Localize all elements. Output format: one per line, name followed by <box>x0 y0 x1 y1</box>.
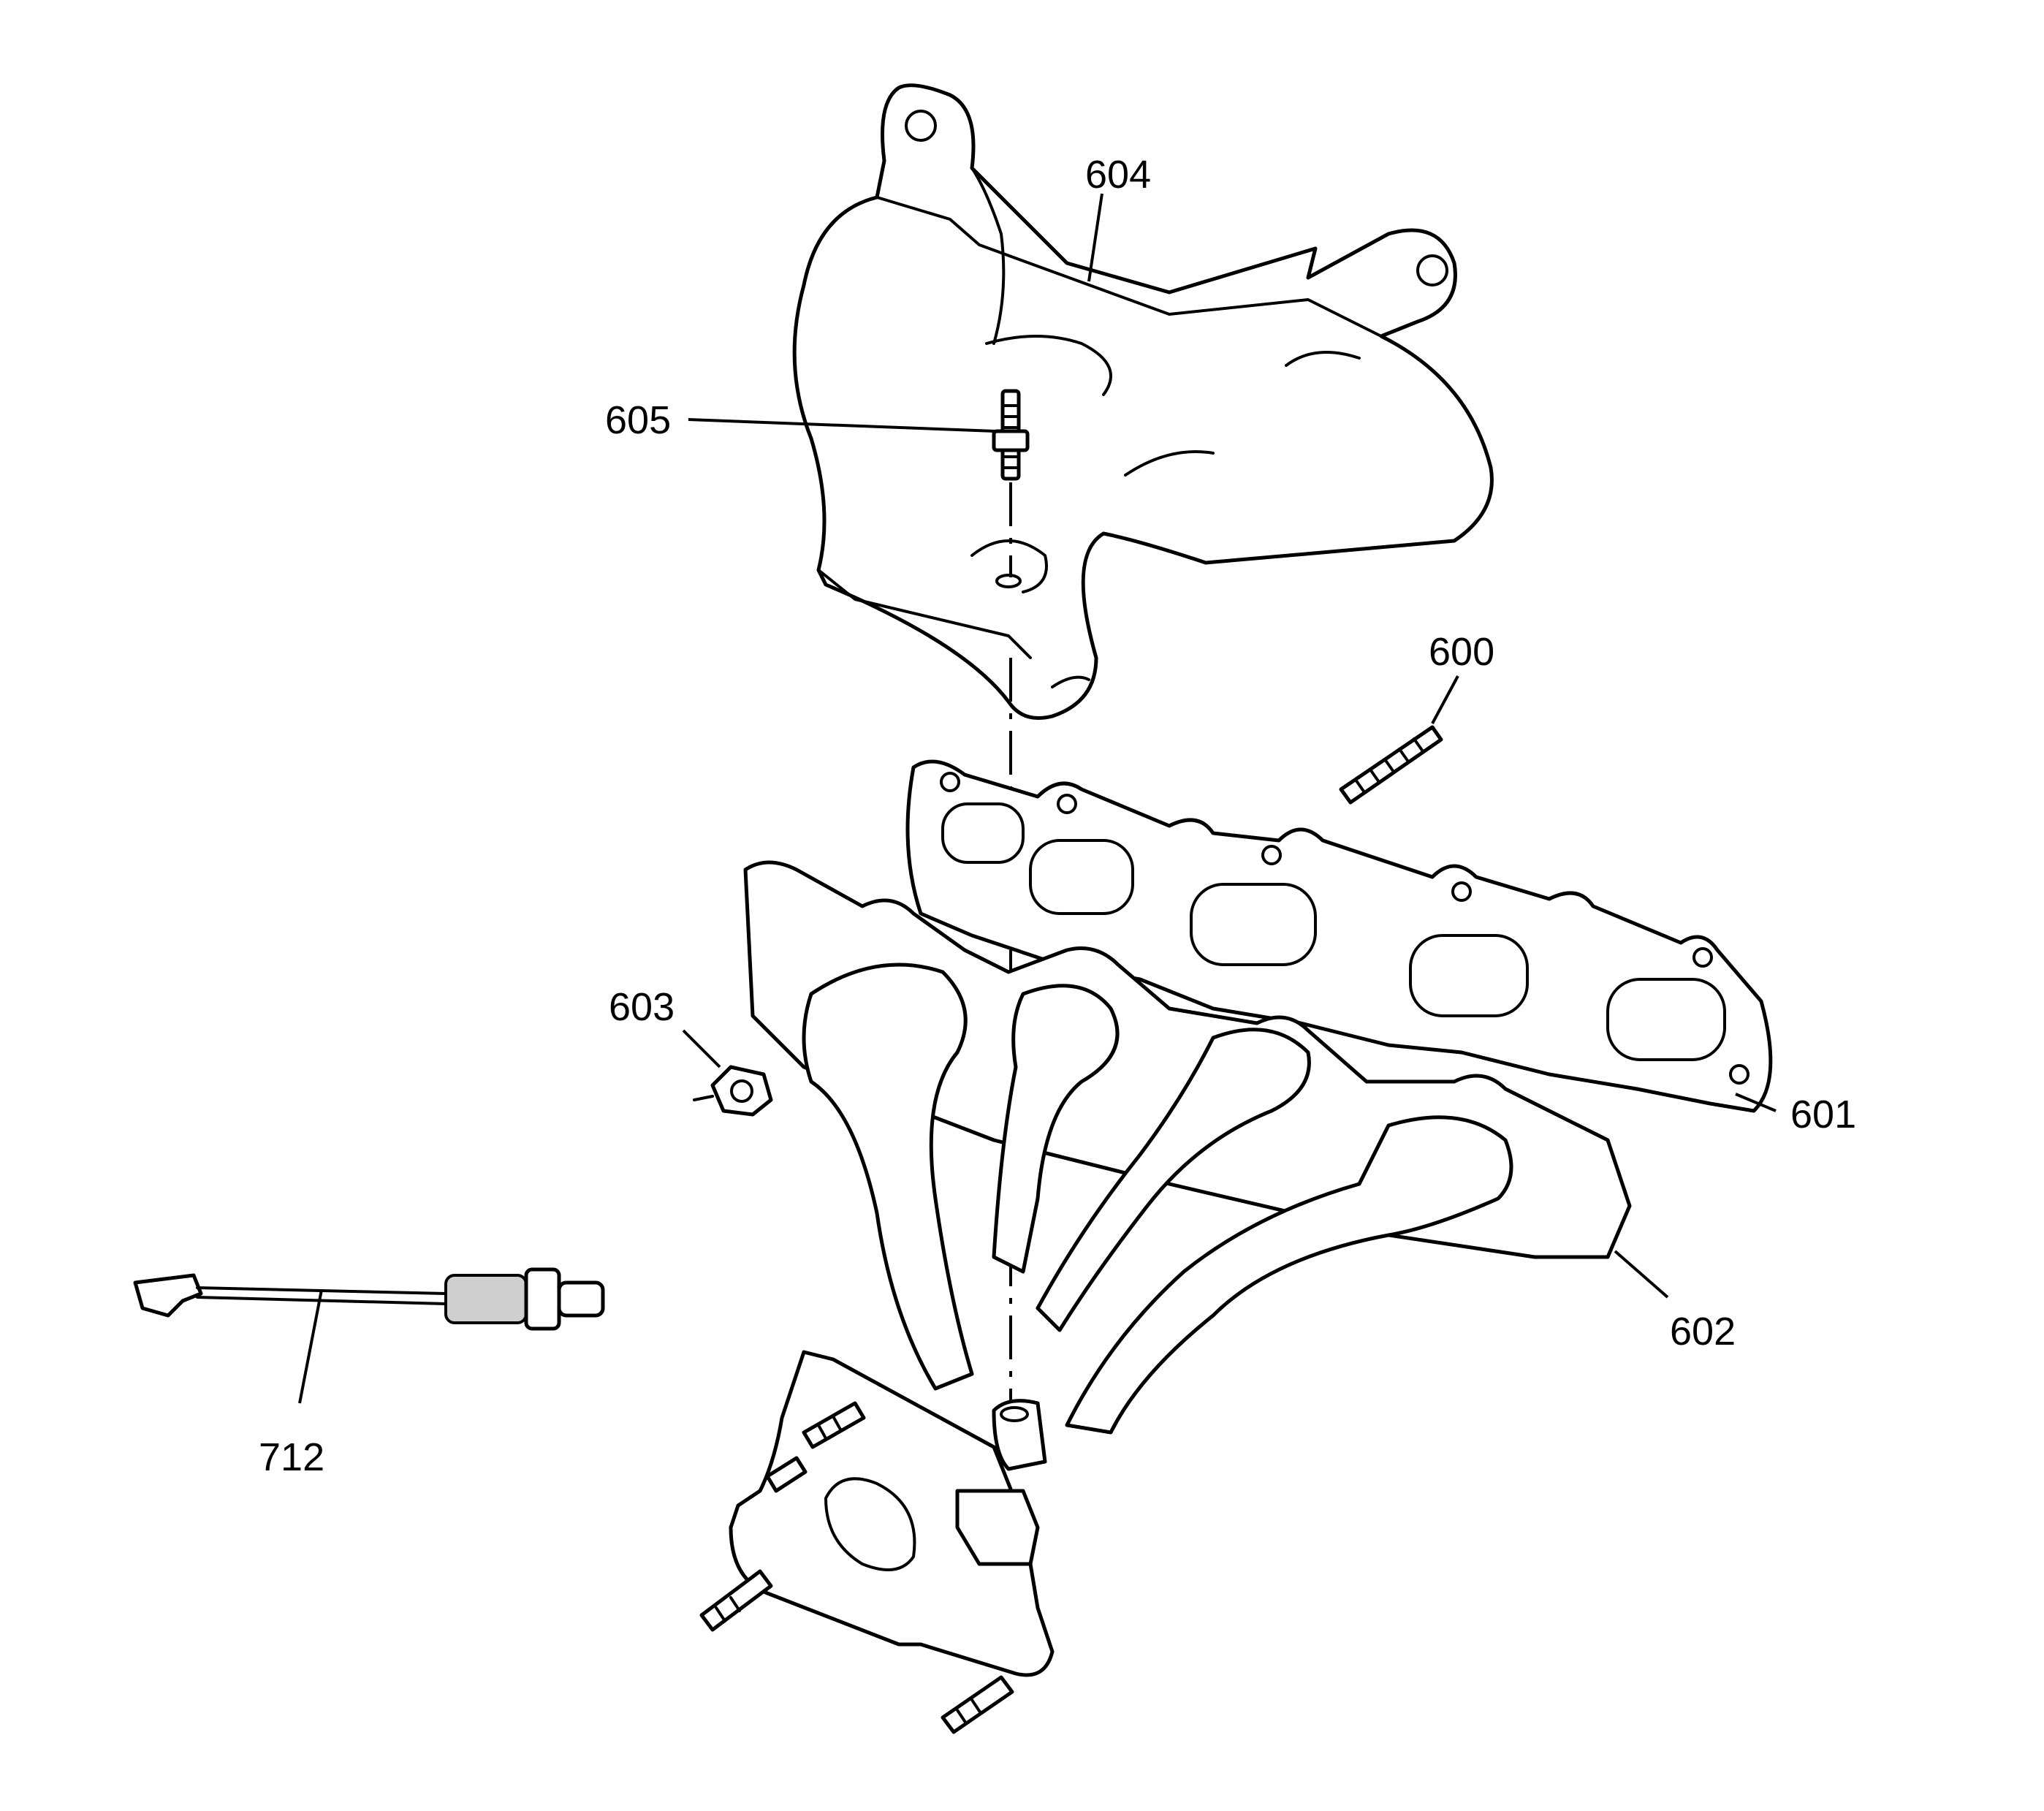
callout-601: 601 <box>1790 1093 1856 1136</box>
oxygen-sensor-712 <box>133 1267 605 1331</box>
callout-labels: 604 605 600 603 601 602 712 <box>259 153 1856 1479</box>
leader-601 <box>1735 1093 1777 1112</box>
callout-602: 602 <box>1670 1310 1736 1353</box>
leader-712 <box>298 1289 323 1404</box>
gasket-601 <box>905 759 1773 1113</box>
leader-604 <box>1087 193 1103 282</box>
callout-600: 600 <box>1429 630 1494 674</box>
stud-600 <box>1339 725 1443 805</box>
exhaust-manifold-602 <box>699 860 1632 1734</box>
leader-lines <box>298 193 1777 1404</box>
leader-603 <box>682 1029 721 1068</box>
heat-shield-604 <box>792 83 1494 720</box>
stud-605 <box>992 389 1030 481</box>
leader-602 <box>1614 1250 1669 1299</box>
leader-600 <box>1431 675 1459 724</box>
callout-604: 604 <box>1085 153 1151 197</box>
callout-605: 605 <box>605 398 671 442</box>
callout-712: 712 <box>259 1435 324 1479</box>
leader-605 <box>688 418 996 433</box>
callout-603: 603 <box>609 985 675 1029</box>
nut-603 <box>693 1065 773 1117</box>
